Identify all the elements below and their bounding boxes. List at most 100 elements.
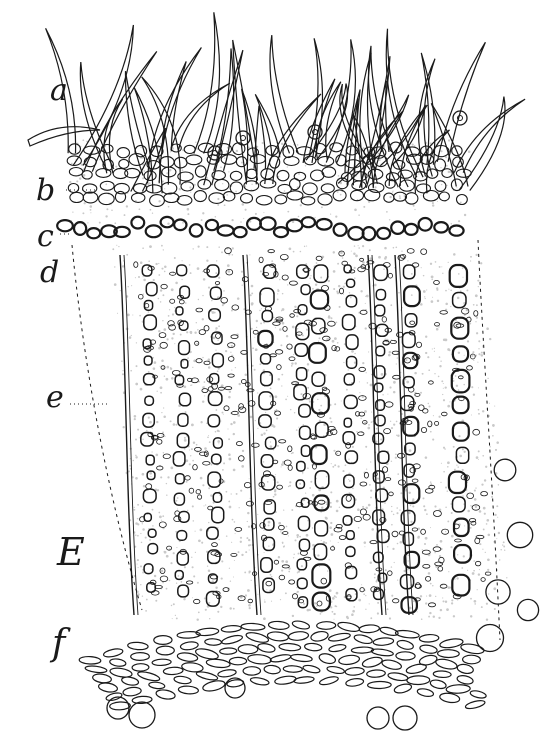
stipple-dot — [157, 391, 158, 392]
cell — [433, 547, 441, 552]
cell — [257, 642, 276, 653]
stipple-dot — [111, 204, 112, 205]
stipple-dot — [212, 311, 215, 314]
stipple-dot — [185, 302, 187, 304]
stipple-dot — [207, 566, 208, 567]
stipple-dot — [341, 401, 342, 402]
stipple-dot — [288, 535, 289, 536]
stipple-dot — [448, 139, 450, 141]
stipple-dot — [495, 449, 497, 451]
label-d: d — [40, 258, 59, 288]
stipple-dot — [320, 613, 322, 615]
stipple-dot — [494, 608, 496, 610]
cell — [260, 217, 275, 230]
stipple-dot — [368, 424, 370, 426]
stipple-dot — [329, 559, 330, 560]
cell — [404, 358, 410, 363]
stipple-dot — [184, 439, 187, 442]
stipple-dot — [208, 487, 210, 489]
cell — [149, 681, 166, 689]
stipple-dot — [248, 572, 249, 573]
stipple-dot — [445, 486, 447, 488]
cell — [175, 571, 183, 580]
stipple-dot — [399, 197, 401, 199]
stipple-dot — [220, 166, 222, 168]
stipple-dot — [387, 546, 389, 548]
stipple-dot — [211, 300, 212, 301]
cell — [184, 145, 195, 153]
stipple-dot — [124, 214, 126, 216]
stipple-dot — [206, 423, 207, 424]
cell — [310, 630, 329, 642]
stipple-dot — [152, 525, 154, 527]
cell — [346, 547, 355, 557]
stipple-dot — [260, 322, 262, 324]
stipple-dot — [181, 581, 183, 583]
label-a: a — [50, 76, 68, 106]
stipple-dot — [445, 290, 447, 292]
cell — [438, 567, 443, 572]
stipple-dot — [330, 506, 332, 508]
cell — [244, 482, 250, 487]
stipple-dot — [275, 327, 276, 328]
label-e: e — [46, 383, 64, 413]
stipple-dot — [231, 370, 232, 371]
stipple-dot — [461, 567, 463, 569]
stipple-dot — [250, 416, 253, 419]
stipple-dot — [321, 206, 323, 208]
cell — [334, 224, 347, 236]
stipple-dot — [490, 446, 491, 447]
stipple-dot — [167, 223, 169, 225]
stipple-dot — [217, 611, 219, 613]
cell — [270, 156, 280, 168]
cell — [228, 374, 234, 377]
stipple-dot — [160, 476, 162, 478]
stipple-dot — [264, 601, 266, 603]
stipple-dot — [332, 611, 334, 613]
stipple-dot — [319, 337, 321, 339]
stipple-dot — [95, 169, 96, 170]
stipple-dot — [331, 533, 334, 536]
cell — [455, 539, 462, 542]
cell — [348, 227, 363, 240]
stipple-dot — [216, 260, 217, 261]
cell — [176, 474, 185, 484]
stipple-dot — [442, 394, 443, 395]
cell — [328, 632, 351, 642]
stipple-dot — [371, 528, 374, 531]
cell — [316, 256, 322, 260]
stipple-dot — [135, 277, 136, 278]
cell — [143, 489, 156, 503]
stipple-dot — [474, 498, 477, 501]
cell — [218, 225, 234, 235]
stipple-dot — [306, 328, 308, 330]
cell — [150, 195, 165, 207]
stipple-dot — [230, 352, 231, 353]
stipple-dot — [352, 446, 354, 448]
epidermal-hairs — [28, 12, 525, 193]
cell — [435, 421, 439, 425]
stipple-dot — [358, 214, 360, 216]
stipple-dot — [355, 255, 358, 258]
stipple-dot — [337, 453, 339, 455]
stipple-dot — [240, 221, 242, 223]
cell — [405, 314, 417, 327]
cell — [287, 191, 303, 200]
stipple-dot — [303, 603, 305, 605]
cell — [74, 222, 86, 235]
stipple-dot — [187, 208, 190, 211]
stipple-dot — [278, 556, 280, 558]
cell — [287, 220, 303, 232]
stipple-dot — [229, 391, 231, 393]
stipple-dot — [369, 249, 371, 251]
stipple-dot — [192, 460, 194, 462]
stipple-dot — [370, 384, 373, 387]
cell — [114, 183, 129, 193]
cell — [398, 480, 405, 485]
stipple-dot — [288, 571, 290, 573]
cell — [144, 315, 157, 330]
stipple-dot — [462, 267, 463, 268]
stipple-dot — [353, 253, 355, 255]
stipple-dot — [142, 439, 143, 440]
cell — [274, 675, 296, 685]
